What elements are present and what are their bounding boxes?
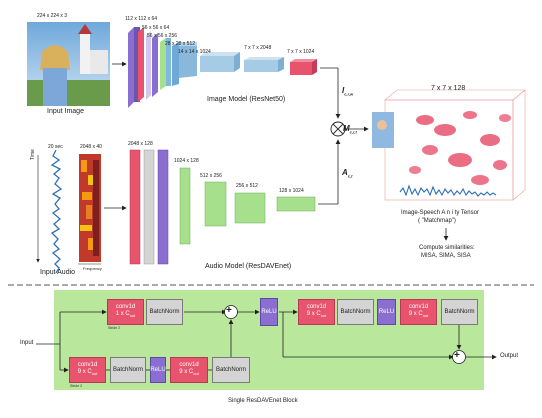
frequency-axis-label: Frequency: [83, 266, 102, 271]
image-model-layers: [128, 27, 317, 108]
image-tensor-symbol: Ic,r,w: [342, 86, 354, 97]
affinity-tensor-cube: [372, 89, 526, 201]
batchnorm-box-2: BatchNorm: [110, 357, 146, 383]
audio-model-layers: [129, 149, 316, 265]
affinity-caption-2: ( "Matchmap"): [418, 218, 456, 224]
audio-dim-4: 256 x 512: [236, 183, 258, 189]
audio-dim-5: 128 x 1024: [279, 188, 304, 194]
relu-box-3: ReLU: [377, 299, 396, 325]
image-dim-4: 28 x 28 x 512: [165, 41, 196, 47]
batchnorm-box-1: BatchNorm: [146, 299, 183, 325]
image-dim-6: 7 x 7 x 2048: [244, 45, 272, 51]
image-dim-3: 56 x 56 x 256: [147, 33, 178, 39]
input-image-caption: Input Image: [47, 108, 84, 115]
matchmap-tensor-symbol: Mc,r,t: [343, 124, 357, 135]
image-model-caption: Image Model (ResNet50): [207, 96, 286, 103]
conv1d-9-box-stride: conv1d 9 x Cout: [69, 357, 106, 383]
audio-duration: 20 sec: [48, 144, 63, 150]
relu-box-2: ReLU: [150, 357, 166, 383]
image-dim-1: 112 x 112 x 64: [125, 16, 158, 22]
conv1d-box-3: conv1d 9 x Cout: [298, 299, 335, 325]
affinity-caption-1: Image-Speech A n i ty Tensor: [401, 210, 479, 216]
audio-dim-3: 512 x 256: [200, 173, 222, 179]
conv-b-stride-note: Stride 2: [70, 384, 83, 388]
conv-a-stride-note: Stride 2: [108, 326, 121, 330]
affinity-dims: 7 x 7 x 128: [431, 85, 466, 92]
block-caption: Single ResDAVEnet Block: [228, 398, 298, 404]
input-image: [27, 22, 110, 106]
block-output-label: Output: [500, 353, 519, 359]
block-connections: [36, 309, 497, 373]
add-node-2: [452, 350, 466, 364]
input-image-dims: 224 x 224 x 3: [37, 13, 68, 19]
batchnorm-box-3: BatchNorm: [337, 299, 374, 325]
spectrogram-dims: 2048 x 40: [80, 144, 102, 150]
similarities-title: Compute similarities:: [419, 245, 475, 251]
time-axis-label: Time: [30, 149, 36, 160]
similarities-list: MISA, SIMA, SISA: [421, 253, 471, 259]
audio-dim-2: 1024 x 128: [174, 158, 199, 164]
plus-symbol-1: +: [226, 305, 232, 316]
image-dim-5: 14 x 14 x 1024: [178, 49, 211, 55]
outer-product-symbol: [330, 121, 346, 137]
audio-tensor-symbol: Ac,t: [342, 168, 353, 179]
batchnorm-box-4: BatchNorm: [441, 299, 478, 325]
audio-model-caption: Audio Model (ResDAVEnet): [205, 263, 292, 270]
image-dim-2: 56 x 56 x 64: [142, 25, 170, 31]
input-audio-caption: Input Audio: [40, 269, 76, 276]
audio-waveform: [36, 149, 63, 274]
conv1d-box-2: conv1d 9 x Cout: [170, 357, 208, 383]
batchnorm-box-5: BatchNorm: [212, 357, 250, 383]
conv1d-1x1-box: conv1d 1 x Cout: [107, 299, 144, 325]
image-dim-7: 7 x 7 x 1024: [287, 49, 315, 55]
add-node-1: [224, 305, 238, 319]
relu-box-1: ReLU: [260, 298, 278, 326]
conv1d-box-4: conv1d 9 x Cout: [400, 299, 437, 325]
audio-spectrogram: [78, 154, 101, 265]
audio-dim-1: 2048 x 128: [128, 141, 153, 147]
plus-symbol-2: +: [454, 350, 460, 361]
block-input-label: Input: [20, 340, 34, 346]
